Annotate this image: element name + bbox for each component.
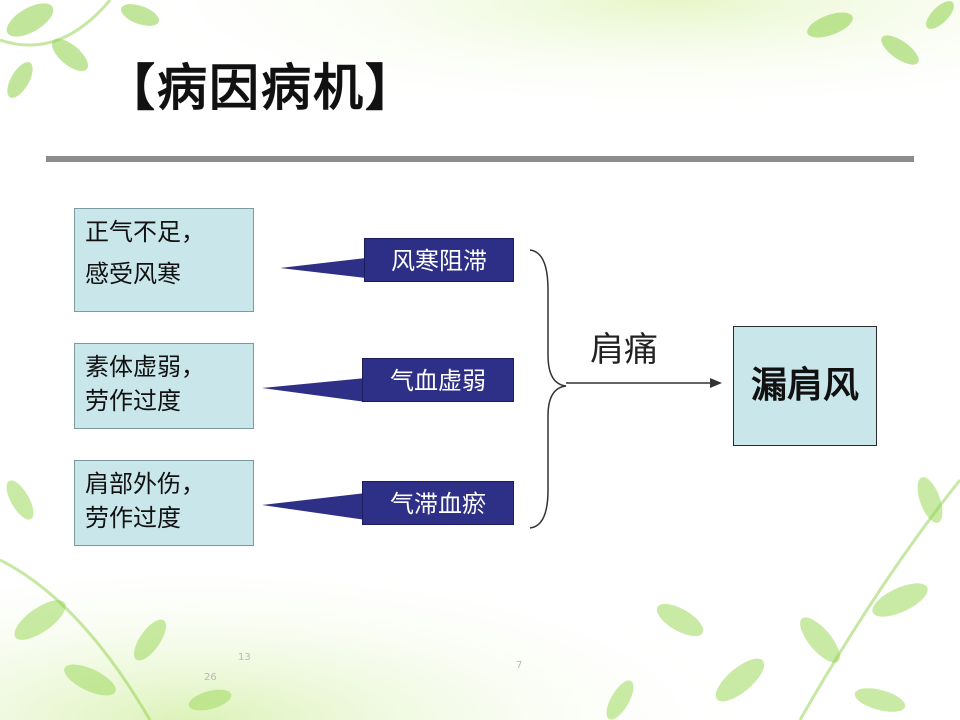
cause-box-2: 素体虚弱， 劳作过度	[74, 343, 254, 429]
mechanism-box-2: 气血虚弱	[362, 358, 514, 402]
cause-2-line-1: 素体虚弱，	[85, 353, 205, 381]
brace	[529, 249, 567, 529]
cause-2-line-2: 劳作过度	[85, 387, 181, 415]
cause-1-line-2: 感受风寒	[85, 260, 181, 288]
cause-1-line-1: 正气不足，	[85, 218, 205, 246]
connector-wedge-1	[280, 258, 366, 278]
cause-3-line-2: 劳作过度	[85, 504, 181, 532]
arrow-label: 肩痛	[590, 330, 658, 370]
result-box: 漏肩风	[733, 326, 877, 446]
connector-wedge-3	[262, 493, 366, 520]
arrow-head	[710, 378, 722, 388]
cause-box-3: 肩部外伤， 劳作过度	[74, 460, 254, 546]
slide-mark-3: 7	[516, 660, 522, 671]
page-title: 【病因病机】	[105, 59, 417, 117]
cause-3-line-1: 肩部外伤，	[85, 470, 205, 498]
mechanism-box-3: 气滞血瘀	[362, 481, 514, 525]
connector-wedge-2	[262, 378, 366, 402]
title-divider	[46, 156, 914, 162]
mechanism-box-1: 风寒阻滞	[364, 238, 514, 282]
cause-box-1: 正气不足， 感受风寒	[74, 208, 254, 312]
slide-mark-2: 13	[238, 652, 251, 663]
slide-mark-1: 26	[204, 672, 217, 683]
